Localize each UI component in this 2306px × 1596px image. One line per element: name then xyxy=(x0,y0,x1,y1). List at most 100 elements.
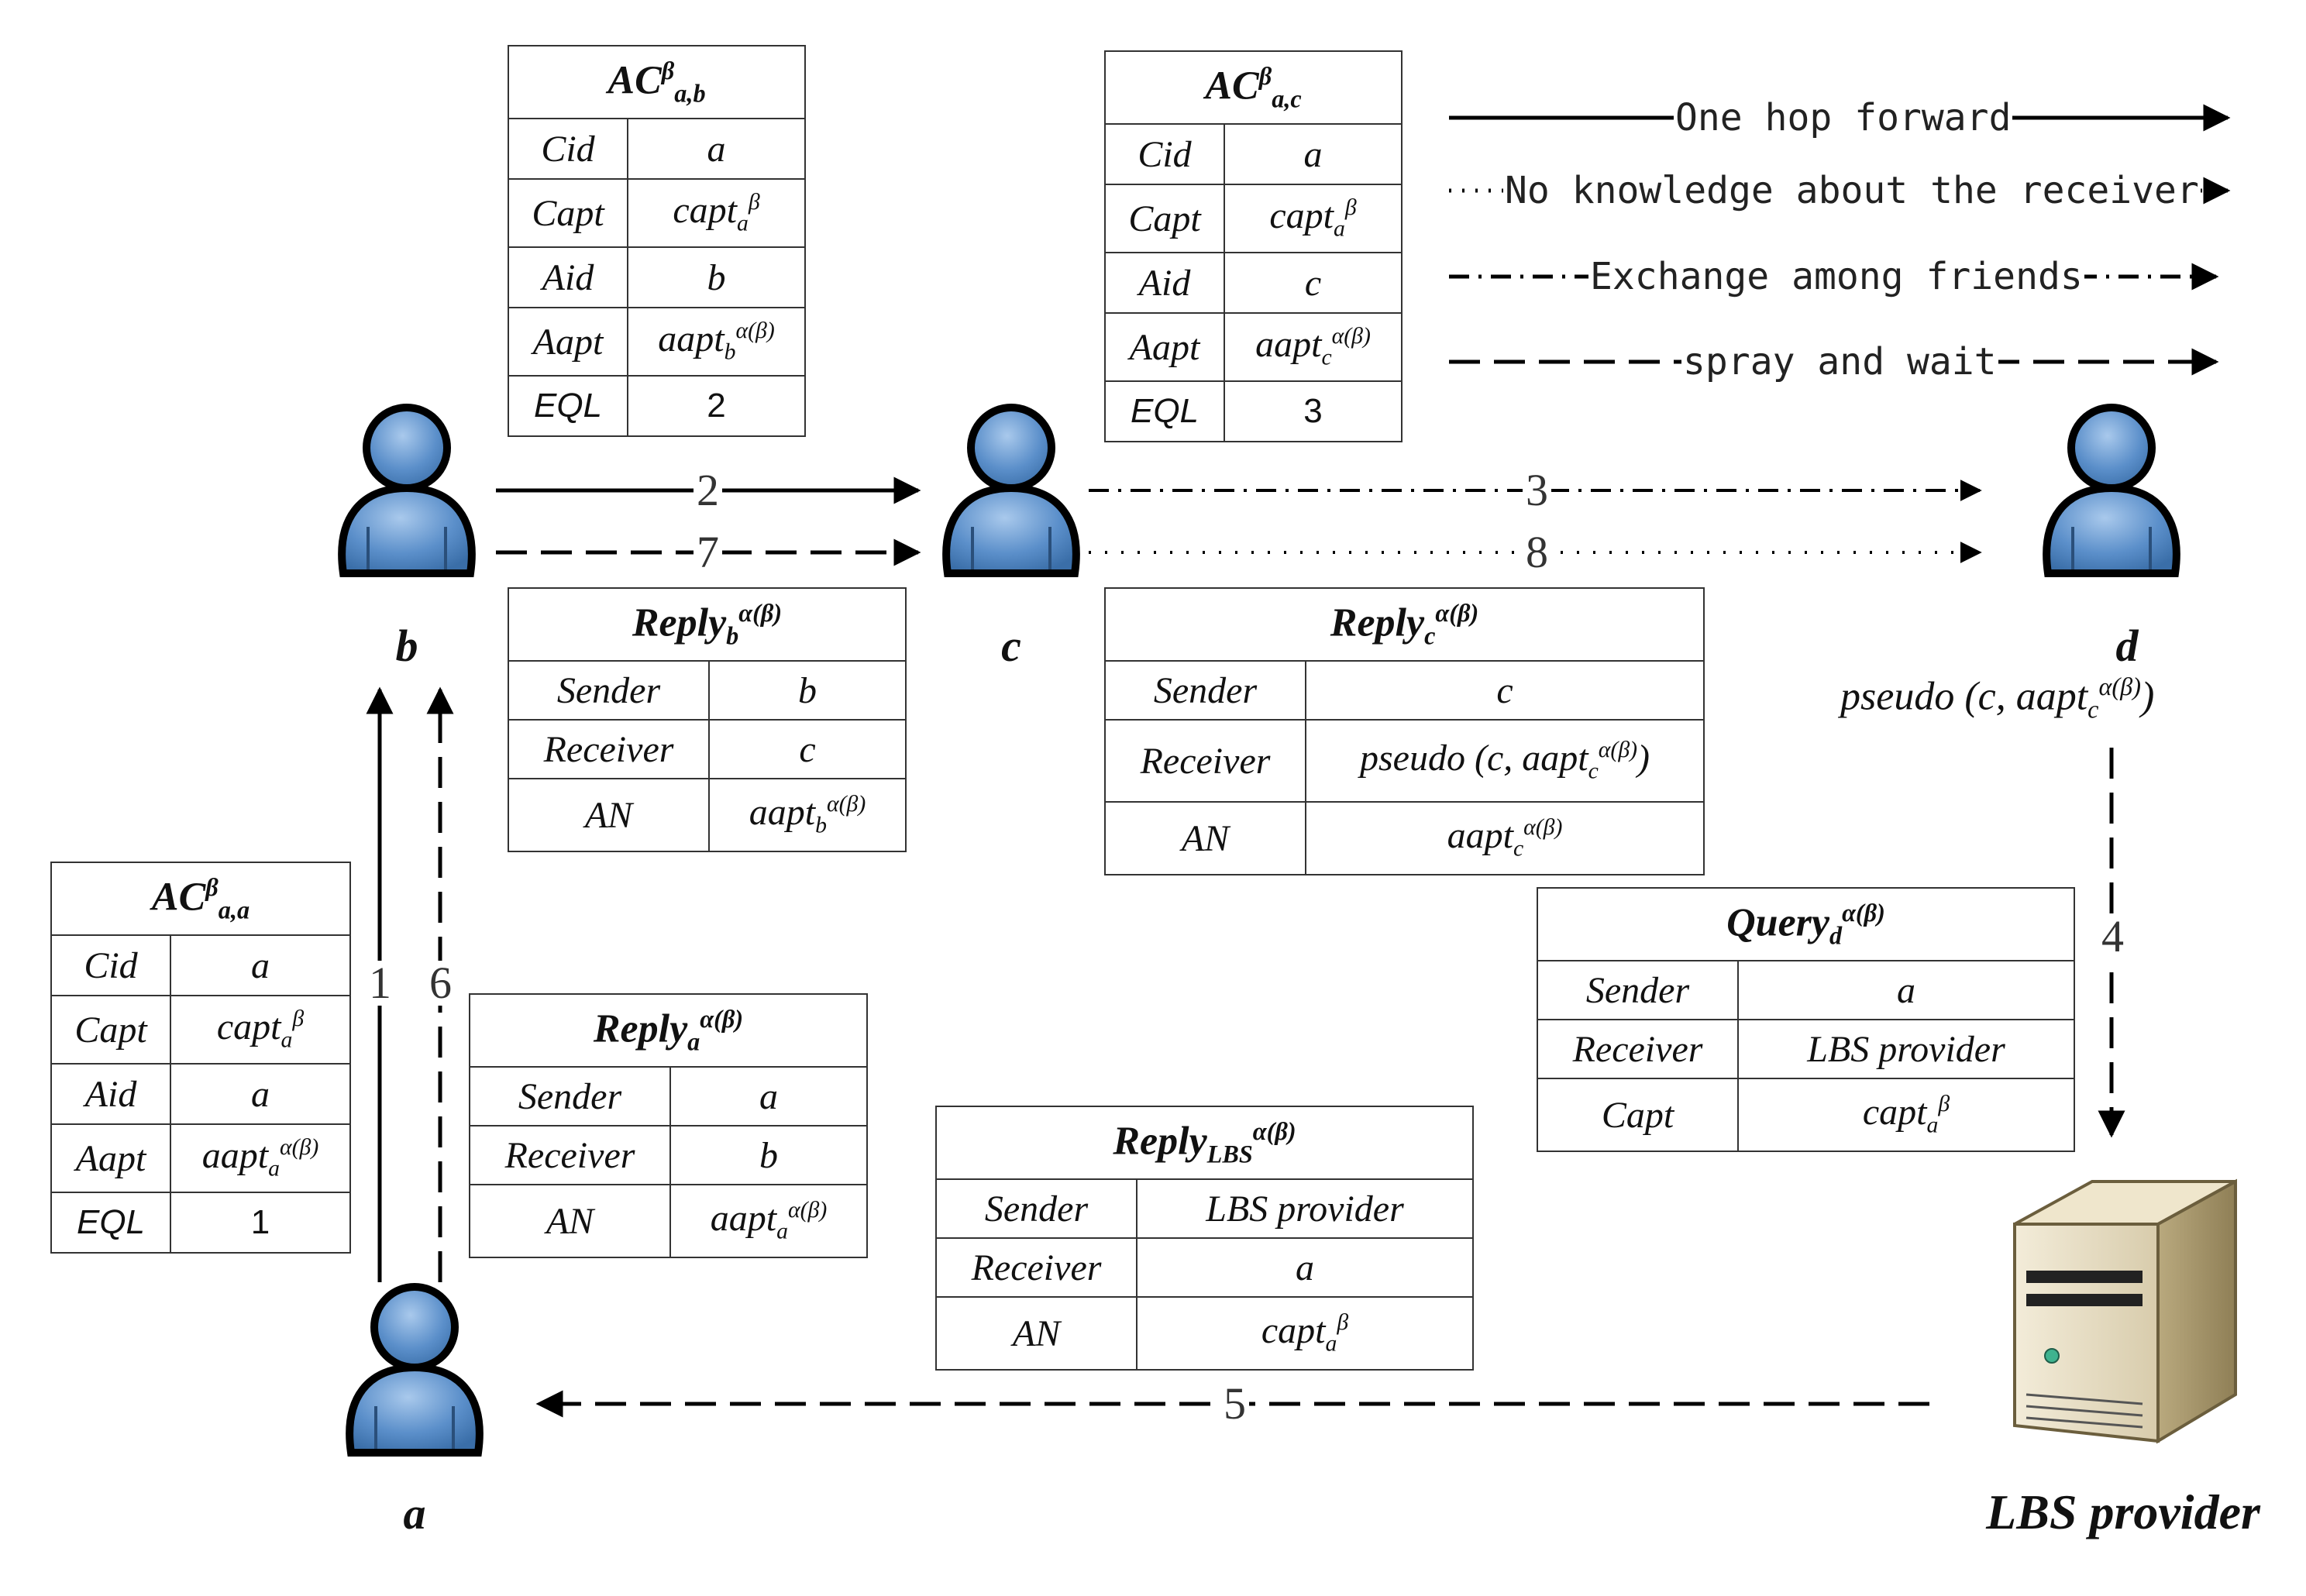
table-value: a xyxy=(170,1063,351,1125)
table-value: 3 xyxy=(1224,380,1403,442)
node-label-a: a xyxy=(403,1488,426,1539)
table-value: LBS provider xyxy=(1737,1019,2075,1079)
table-value: captaβ xyxy=(1224,184,1403,253)
table-key: AN xyxy=(469,1184,671,1258)
table-value: a xyxy=(170,934,351,996)
table-value: aaptcα(β) xyxy=(1224,312,1403,382)
table-value: a xyxy=(669,1066,868,1126)
person-icon-d xyxy=(2043,404,2180,577)
table-key: EQL xyxy=(50,1192,171,1254)
table-key: Receiver xyxy=(469,1125,671,1185)
step-label-7: 7 xyxy=(694,530,722,575)
table-value: b xyxy=(627,246,806,308)
person-icon-c xyxy=(942,404,1080,577)
table-value: 2 xyxy=(627,375,806,437)
step-label-1: 1 xyxy=(366,961,394,1006)
table-title: ACβa,a xyxy=(50,862,351,936)
legend-spray: spray and wait xyxy=(1681,340,1998,384)
table-key: Aapt xyxy=(508,307,628,377)
step-label-3: 3 xyxy=(1523,468,1551,513)
table-key: AN xyxy=(1104,801,1306,875)
step-label-6: 6 xyxy=(426,961,455,1006)
legend-no-knowledge: No knowledge about the receiver xyxy=(1503,169,2201,212)
table-value: LBS provider xyxy=(1136,1178,1474,1239)
table-key: EQL xyxy=(508,375,628,437)
table-value: pseudo (c, aaptcα(β)) xyxy=(1305,719,1705,803)
table-value: c xyxy=(708,719,907,779)
step-label-8: 8 xyxy=(1523,530,1551,575)
table-key: AN xyxy=(508,778,710,852)
table-title: Replyaα(β) xyxy=(469,993,868,1068)
table-value: aaptbα(β) xyxy=(708,778,907,852)
table-title: ACβa,c xyxy=(1104,50,1403,125)
pseudo-label: pseudo (c, aaptcα(β)) xyxy=(1840,672,2155,724)
node-label-d: d xyxy=(2115,621,2139,671)
table-key: AN xyxy=(935,1296,1138,1371)
table-key: Cid xyxy=(1104,123,1225,185)
node-label-lbs: LBS provider xyxy=(1986,1484,2260,1539)
legend-one-hop: One hop forward xyxy=(1674,96,2013,139)
node-label-b: b xyxy=(395,621,418,671)
step-label-2: 2 xyxy=(694,468,722,513)
table-title: Replycα(β) xyxy=(1104,587,1705,662)
table-key: Capt xyxy=(1537,1078,1739,1152)
table-key: Capt xyxy=(50,995,171,1065)
table-key: Receiver xyxy=(1104,719,1306,803)
table-key: Capt xyxy=(1104,184,1225,253)
table-value: b xyxy=(669,1125,868,1185)
table-value: b xyxy=(708,660,907,721)
table-key: Cid xyxy=(50,934,171,996)
table-key: Receiver xyxy=(1537,1019,1739,1079)
table-key: Sender xyxy=(1537,960,1739,1020)
table-key: EQL xyxy=(1104,380,1225,442)
table-key: Receiver xyxy=(508,719,710,779)
table-value: captaβ xyxy=(1737,1078,2075,1152)
table-key: Aapt xyxy=(1104,312,1225,382)
table-value: 1 xyxy=(170,1192,351,1254)
table-value: a xyxy=(1737,960,2075,1020)
table-key: Sender xyxy=(1104,660,1306,721)
table-value: aaptaα(β) xyxy=(170,1123,351,1193)
table-title: ReplyLBSα(β) xyxy=(935,1106,1474,1180)
table-key: Cid xyxy=(508,118,628,180)
step-label-5: 5 xyxy=(1220,1381,1249,1426)
table-key: Sender xyxy=(469,1066,671,1126)
table-value: captaβ xyxy=(1136,1296,1474,1371)
legend-lines xyxy=(1449,104,2231,376)
server-icon xyxy=(2013,1178,2237,1444)
table-value: captaβ xyxy=(627,178,806,248)
table-value: aaptcα(β) xyxy=(1305,801,1705,875)
table-value: aaptbα(β) xyxy=(627,307,806,377)
table-value: c xyxy=(1224,252,1403,314)
table-key: Aapt xyxy=(50,1123,171,1193)
table-value: c xyxy=(1305,660,1705,721)
table-key: Capt xyxy=(508,178,628,248)
table-title: Querydα(β) xyxy=(1537,887,2075,961)
table-value: captaβ xyxy=(170,995,351,1065)
table-title: Replybα(β) xyxy=(508,587,907,662)
node-label-c: c xyxy=(1001,621,1021,671)
person-icon-b xyxy=(338,404,476,577)
legend-exchange: Exchange among friends xyxy=(1588,255,2084,298)
table-key: Aid xyxy=(508,246,628,308)
table-value: aaptaα(β) xyxy=(669,1184,868,1258)
table-key: Aid xyxy=(50,1063,171,1125)
table-key: Sender xyxy=(508,660,710,721)
step-label-4: 4 xyxy=(2098,914,2127,959)
table-value: a xyxy=(1136,1237,1474,1298)
person-icon-a xyxy=(346,1283,484,1457)
table-value: a xyxy=(1224,123,1403,185)
table-key: Aid xyxy=(1104,252,1225,314)
table-value: a xyxy=(627,118,806,180)
table-key: Sender xyxy=(935,1178,1138,1239)
table-title: ACβa,b xyxy=(508,45,806,119)
